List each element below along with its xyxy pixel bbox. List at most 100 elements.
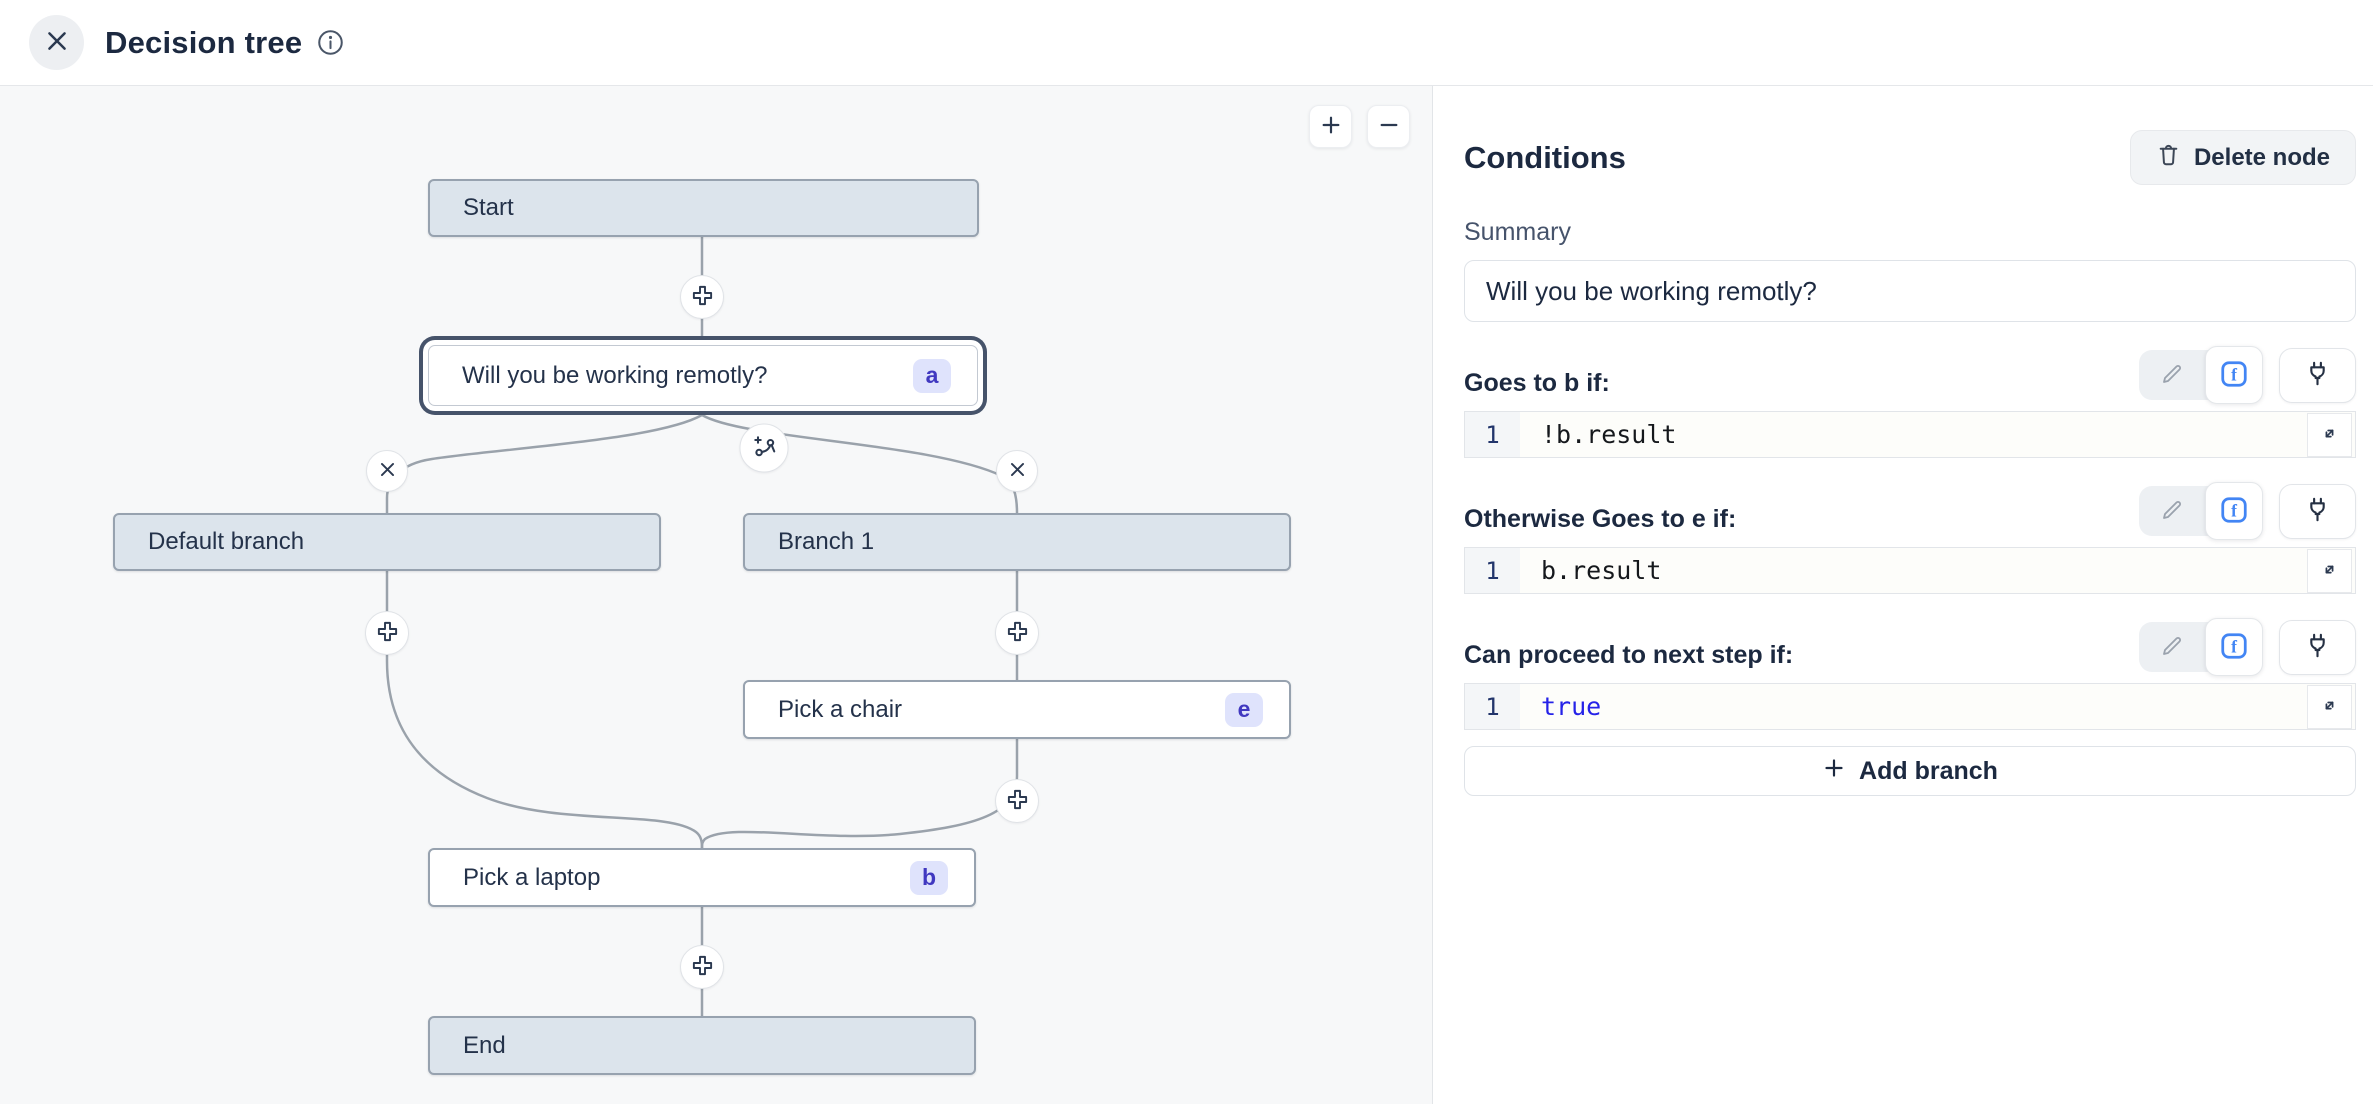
close-button[interactable] — [29, 15, 84, 70]
decision-tree-canvas[interactable]: Start Will you be working remotly? a Def… — [0, 86, 1432, 1104]
svg-text:f: f — [2231, 636, 2237, 656]
plus-icon — [691, 954, 714, 980]
conditions-panel: Conditions Delete node Summary Will you … — [1432, 86, 2373, 1104]
svg-text:f: f — [2231, 500, 2237, 520]
header: Decision tree — [0, 0, 2373, 86]
fx-icon: f — [2219, 495, 2249, 528]
expand-icon — [2319, 423, 2340, 447]
pencil-icon — [2160, 634, 2184, 661]
condition-label: Can proceed to next step if: — [1464, 641, 1794, 669]
add-node-button[interactable] — [995, 779, 1039, 823]
node-label: Pick a laptop — [463, 863, 601, 891]
info-icon[interactable] — [317, 29, 344, 56]
fx-mode-button[interactable]: f — [2205, 482, 2263, 540]
plus-icon — [691, 284, 714, 310]
page-title: Decision tree — [105, 24, 303, 60]
node-pick-laptop[interactable]: Pick a laptop b — [428, 848, 976, 907]
line-number: 1 — [1465, 548, 1520, 593]
code-editor-goes-to-e[interactable]: 1 b.result — [1464, 547, 2356, 594]
add-node-button[interactable] — [680, 945, 724, 989]
condition-group: Otherwise Goes to e if: f — [1464, 482, 2356, 594]
plus-icon — [1320, 114, 1342, 139]
summary-value: Will you be working remotly? — [1486, 275, 1817, 306]
line-number: 1 — [1465, 684, 1520, 729]
panel-title: Conditions — [1464, 139, 1626, 175]
code-editor-can-proceed[interactable]: 1 true — [1464, 683, 2356, 730]
node-branch-1[interactable]: Branch 1 — [743, 513, 1291, 571]
editor-mode-toggle: f — [2139, 346, 2263, 404]
text-mode-button[interactable] — [2139, 486, 2205, 536]
plus-icon — [376, 620, 399, 646]
close-icon — [44, 28, 70, 57]
plug-icon — [2304, 632, 2331, 662]
connect-source-button[interactable] — [2279, 347, 2356, 403]
node-label: Will you be working remotly? — [462, 361, 768, 389]
plus-icon — [1006, 620, 1029, 646]
add-node-button[interactable] — [365, 611, 409, 655]
summary-label: Summary — [1464, 218, 1571, 246]
plus-icon — [1006, 788, 1029, 814]
expand-editor-button[interactable] — [2307, 548, 2352, 593]
pencil-icon — [2160, 498, 2184, 525]
code-editor-goes-to-b[interactable]: 1 !b.result — [1464, 411, 2356, 458]
zoom-controls — [1309, 105, 1410, 148]
remove-branch-button[interactable] — [366, 450, 408, 492]
text-mode-button[interactable] — [2139, 622, 2205, 672]
condition-group: Can proceed to next step if: f — [1464, 618, 2356, 730]
fx-mode-button[interactable]: f — [2205, 618, 2263, 676]
node-label: Pick a chair — [778, 695, 903, 723]
minus-icon — [1378, 114, 1400, 139]
condition-label: Otherwise Goes to e if: — [1464, 505, 1737, 533]
node-label: Default branch — [148, 528, 305, 555]
summary-input[interactable]: Will you be working remotly? — [1464, 260, 2356, 322]
add-branch-node-button[interactable] — [739, 423, 789, 473]
fx-mode-button[interactable]: f — [2205, 346, 2263, 404]
delete-node-label: Delete node — [2193, 143, 2330, 171]
x-icon — [1008, 460, 1027, 482]
node-start[interactable]: Start — [428, 179, 979, 237]
node-badge: e — [1225, 692, 1263, 727]
zoom-out-button[interactable] — [1367, 105, 1410, 148]
add-branch-label: Add branch — [1859, 756, 1998, 785]
pencil-icon — [2160, 362, 2184, 389]
zoom-in-button[interactable] — [1309, 105, 1352, 148]
code-line: true — [1541, 692, 1602, 721]
connect-source-button[interactable] — [2279, 483, 2356, 539]
code-line: b.result — [1541, 556, 1662, 585]
editor-mode-toggle: f — [2139, 618, 2263, 676]
fx-icon: f — [2219, 359, 2249, 392]
x-icon — [378, 460, 397, 482]
add-branch-icon — [751, 434, 777, 463]
add-node-button[interactable] — [995, 611, 1039, 655]
connect-source-button[interactable] — [2279, 619, 2356, 675]
condition-label: Goes to b if: — [1464, 369, 1610, 397]
plug-icon — [2304, 496, 2331, 526]
text-mode-button[interactable] — [2139, 350, 2205, 400]
trash-icon — [2156, 142, 2181, 174]
editor-mode-toggle: f — [2139, 482, 2263, 540]
node-label: Branch 1 — [778, 528, 875, 555]
line-number: 1 — [1465, 412, 1520, 457]
expand-editor-button[interactable] — [2307, 412, 2352, 457]
expand-icon — [2319, 559, 2340, 583]
expand-icon — [2319, 695, 2340, 719]
svg-text:f: f — [2231, 364, 2237, 384]
add-branch-button[interactable]: Add branch — [1464, 746, 2356, 796]
delete-node-button[interactable]: Delete node — [2129, 130, 2356, 185]
node-label: Start — [463, 194, 514, 221]
node-badge: a — [913, 358, 951, 393]
remove-branch-button[interactable] — [996, 450, 1038, 492]
add-node-button[interactable] — [680, 275, 724, 319]
node-default-branch[interactable]: Default branch — [113, 513, 661, 571]
node-end[interactable]: End — [428, 1016, 976, 1075]
node-label: End — [463, 1031, 506, 1059]
fx-icon: f — [2219, 631, 2249, 664]
expand-editor-button[interactable] — [2307, 684, 2352, 729]
node-decision[interactable]: Will you be working remotly? a — [428, 345, 978, 406]
plus-icon — [1822, 756, 1846, 787]
condition-group: Goes to b if: f 1 — [1464, 346, 2356, 458]
code-line: !b.result — [1541, 420, 1677, 449]
node-pick-chair[interactable]: Pick a chair e — [743, 680, 1291, 739]
plug-icon — [2304, 360, 2331, 390]
node-badge: b — [910, 860, 948, 895]
